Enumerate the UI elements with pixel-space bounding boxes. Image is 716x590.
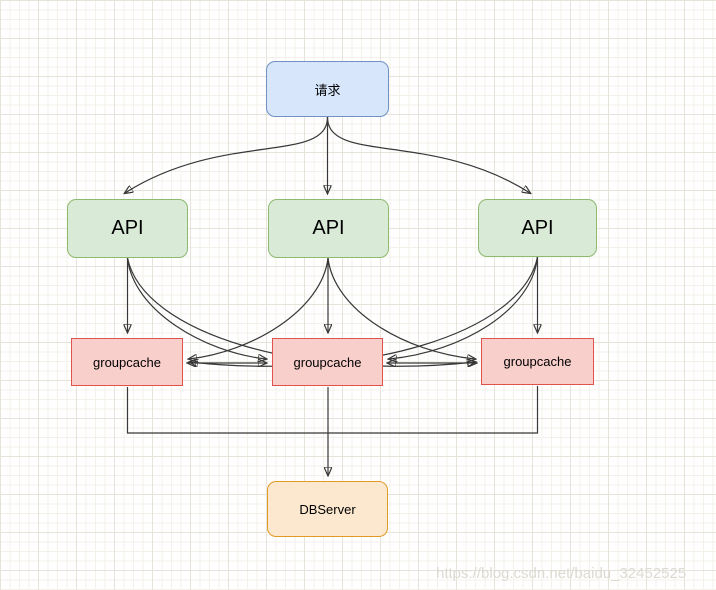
node-groupcache-middle: groupcache — [272, 338, 383, 386]
edge-api-left-to-gc-middle — [126, 257, 267, 359]
edge-request-to-api-left — [125, 116, 329, 193]
edge-api-right-to-gc-middle — [389, 256, 539, 359]
node-api-right-label: API — [521, 216, 554, 239]
node-groupcache-left-label: groupcache — [93, 354, 161, 370]
node-dbserver: DBServer — [267, 481, 388, 537]
edge-request-to-api-right — [326, 116, 531, 193]
node-request-label: 请求 — [314, 82, 341, 98]
node-request: 请求 — [266, 61, 389, 117]
node-groupcache-left: groupcache — [71, 338, 183, 386]
node-dbserver-label: DBServer — [299, 501, 356, 517]
node-api-middle: API — [268, 199, 389, 258]
edge-api-middle-to-gc-left — [189, 257, 329, 359]
node-api-right: API — [478, 199, 597, 257]
node-api-left-label: API — [111, 217, 144, 239]
node-api-middle-label: API — [312, 217, 345, 239]
node-api-left: API — [67, 199, 188, 258]
watermark: https://blog.csdn.net/baidu_32452525 — [436, 565, 687, 582]
edge-api-middle-to-gc-right — [327, 257, 475, 359]
edge-gc-outer-merge-line — [126, 386, 539, 434]
node-groupcache-middle-label: groupcache — [293, 354, 362, 370]
node-groupcache-right-label: groupcache — [503, 354, 572, 369]
node-groupcache-right: groupcache — [481, 338, 594, 385]
